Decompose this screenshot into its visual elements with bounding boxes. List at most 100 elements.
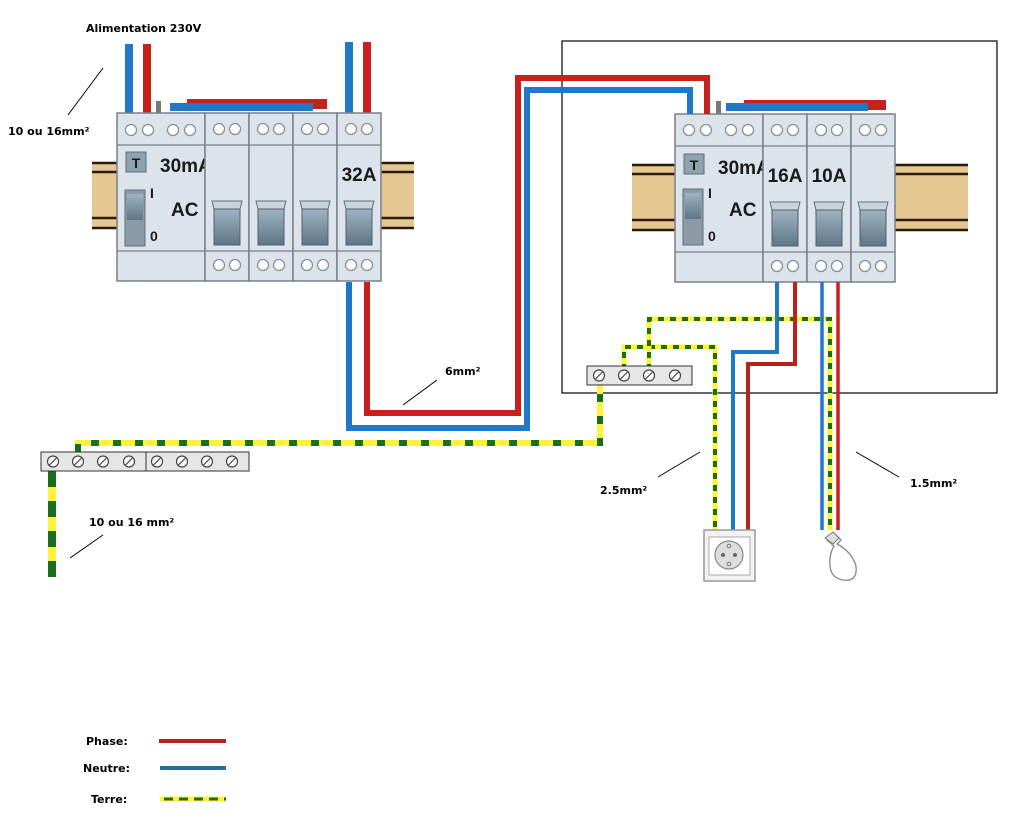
breaker-toggle[interactable] — [257, 208, 285, 246]
breaker-toggle[interactable] — [345, 208, 373, 246]
neutral-busbar — [170, 103, 313, 111]
terminal — [830, 259, 844, 273]
rcd-tab — [156, 101, 161, 114]
terminal — [786, 259, 800, 273]
breaker-toggle[interactable] — [815, 209, 843, 247]
terminal — [858, 123, 872, 137]
supply-title: Alimentation 230V — [86, 22, 202, 35]
screw-terminal — [617, 369, 631, 382]
terminal — [830, 123, 844, 137]
link-section-label: 6mm² — [445, 365, 481, 378]
screw-terminal — [46, 455, 60, 468]
rcd-sensitivity: 30mA — [160, 156, 212, 177]
terminal — [256, 122, 270, 136]
terminal — [212, 122, 226, 136]
screw-terminal — [642, 369, 656, 382]
breaker-rating: 32A — [342, 165, 377, 186]
terminal — [256, 258, 270, 272]
socket-neutral-wire — [731, 282, 779, 530]
socket-phase-wire — [746, 282, 797, 530]
pointer-line — [67, 67, 104, 116]
main-panel: T 30mA AC I 0 32A — [92, 42, 414, 282]
terminal — [228, 258, 242, 272]
sub-earth-bar — [586, 365, 693, 386]
legend-terre-label: Terre: — [91, 793, 127, 806]
terminal — [300, 258, 314, 272]
screw-terminal — [96, 455, 110, 468]
terminal — [786, 123, 800, 137]
socket-outlet — [703, 529, 756, 582]
breaker-toggle[interactable] — [771, 209, 799, 247]
pointer-line — [657, 451, 701, 478]
link-neutral-wire — [346, 87, 693, 431]
terminal — [770, 259, 784, 273]
pointer-line — [69, 534, 104, 559]
rcd-type: AC — [729, 200, 757, 221]
main-breaker — [248, 112, 294, 282]
off-mark: 0 — [708, 228, 716, 244]
terminal — [770, 123, 784, 137]
terminal — [212, 258, 226, 272]
sub-breaker: 16A — [762, 113, 808, 283]
terminals — [682, 123, 755, 137]
screw-terminal — [592, 369, 606, 382]
socket-section-label: 2.5mm² — [600, 484, 647, 497]
test-button-label: T — [132, 155, 141, 171]
pointer-line — [855, 451, 900, 478]
light-bulb — [824, 531, 857, 581]
terminal — [814, 123, 828, 137]
terminal — [228, 122, 242, 136]
rcd-sensitivity: 30mA — [718, 158, 770, 179]
test-button-label: T — [690, 157, 699, 173]
terminal — [316, 122, 330, 136]
terminal — [874, 259, 888, 273]
screw-terminal — [175, 455, 189, 468]
light-section-label: 1.5mm² — [910, 477, 957, 490]
terminal — [360, 122, 374, 136]
supply-section-label: 10 ou 16mm² — [8, 125, 90, 138]
sub-panel-enclosure — [561, 40, 998, 394]
terminal — [272, 258, 286, 272]
breaker-toggle[interactable] — [301, 208, 329, 246]
breaker-toggle[interactable] — [213, 208, 241, 246]
terminal — [344, 258, 358, 272]
screw-terminal — [122, 455, 136, 468]
terminal — [316, 258, 330, 272]
breaker-toggle[interactable] — [859, 209, 887, 247]
on-mark: I — [150, 185, 154, 201]
terminal — [814, 259, 828, 273]
test-button[interactable] — [683, 153, 705, 175]
breaker-rating: 16A — [768, 166, 803, 187]
legend: Phase: Neutre: Terre: — [83, 735, 226, 806]
main-breaker: 32A — [336, 112, 382, 282]
on-mark: I — [708, 185, 712, 201]
earth-section-label: 10 ou 16 mm² — [89, 516, 174, 529]
main-breaker — [292, 112, 338, 282]
rcd-type: AC — [171, 200, 199, 221]
main-breaker — [204, 112, 250, 282]
legend-phase-label: Phase: — [86, 735, 128, 748]
sub-breaker: 10A — [806, 113, 852, 283]
screw-terminal — [668, 369, 682, 382]
test-button[interactable] — [125, 151, 147, 173]
earth-wires — [48, 316, 833, 577]
terminal — [858, 259, 872, 273]
screw-terminal — [225, 455, 239, 468]
terminal — [272, 122, 286, 136]
link-phase-wire — [364, 75, 710, 416]
terminal — [344, 122, 358, 136]
screw-terminal — [150, 455, 164, 468]
pointer-line — [402, 379, 438, 406]
legend-neutre-label: Neutre: — [83, 762, 130, 775]
screw-terminal — [71, 455, 85, 468]
off-mark: 0 — [150, 228, 158, 244]
terminal — [874, 123, 888, 137]
terminal — [300, 122, 314, 136]
terminal — [360, 258, 374, 272]
screw-terminal — [200, 455, 214, 468]
sub-breaker — [850, 113, 896, 283]
neutral-busbar — [726, 103, 868, 111]
terminals — [124, 123, 197, 137]
